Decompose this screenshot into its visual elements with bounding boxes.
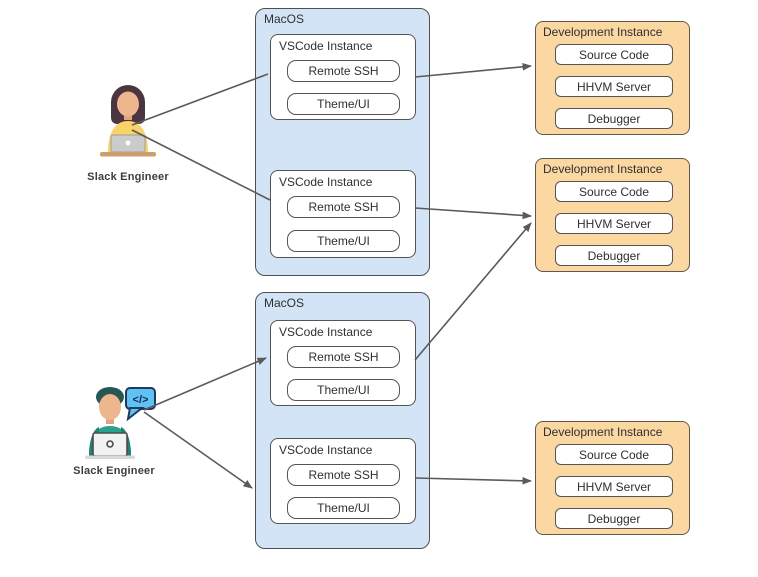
vscode-instance-title: VSCode Instance: [279, 175, 373, 189]
node-theme-ui: Theme/UI: [287, 497, 400, 519]
node-remote-ssh: Remote SSH: [287, 60, 400, 82]
node-remote-ssh: Remote SSH: [287, 464, 400, 486]
male-engineer-laptop-icon: </>: [85, 387, 156, 459]
dev-instance-3: Development Instance Source Code HHVM Se…: [535, 421, 690, 535]
node-theme-ui: Theme/UI: [287, 230, 400, 252]
vscode-instance-title: VSCode Instance: [279, 39, 373, 53]
actor-label: Slack Engineer: [87, 171, 169, 183]
macos-group-1: MacOS VSCode Instance Remote SSH Theme/U…: [255, 8, 430, 276]
node-theme-ui: Theme/UI: [287, 379, 400, 401]
dev-instance-2: Development Instance Source Code HHVM Se…: [535, 158, 690, 272]
code-bubble-text: </>: [133, 394, 149, 406]
node-hhvm-server: HHVM Server: [555, 76, 673, 97]
arrow-vscode1-to-dev1: [414, 63, 532, 78]
vscode-instance-2: VSCode Instance Remote SSH Theme/UI: [270, 170, 416, 258]
node-hhvm-server: HHVM Server: [555, 476, 673, 497]
macos-group-2: MacOS VSCode Instance Remote SSH Theme/U…: [255, 292, 430, 549]
arrow-vscode4-to-dev3: [414, 476, 532, 485]
node-source-code: Source Code: [555, 44, 673, 65]
node-remote-ssh: Remote SSH: [287, 346, 400, 368]
node-source-code: Source Code: [555, 181, 673, 202]
vscode-instance-1: VSCode Instance Remote SSH Theme/UI: [270, 34, 416, 120]
actor-label: Slack Engineer: [73, 465, 155, 477]
actor-slack-engineer-2: </> Slack Engineer: [62, 382, 166, 477]
vscode-instance-3: VSCode Instance Remote SSH Theme/UI: [270, 320, 416, 406]
vscode-instance-title: VSCode Instance: [279, 443, 373, 457]
arrow-vscode3-to-dev2: [414, 222, 532, 361]
dev-instance-title: Development Instance: [543, 425, 663, 439]
dev-instance-1: Development Instance Source Code HHVM Se…: [535, 21, 690, 135]
node-hhvm-server: HHVM Server: [555, 213, 673, 234]
node-theme-ui: Theme/UI: [287, 93, 400, 115]
macos-group-title: MacOS: [264, 12, 305, 26]
dev-instance-title: Development Instance: [543, 25, 663, 39]
dev-instance-title: Development Instance: [543, 162, 663, 176]
macos-group-title: MacOS: [264, 296, 305, 310]
female-engineer-laptop-icon: [100, 85, 156, 157]
node-source-code: Source Code: [555, 444, 673, 465]
arrow-vscode2-to-dev2: [414, 207, 532, 220]
node-debugger: Debugger: [555, 108, 673, 129]
actor-slack-engineer-1: Slack Engineer: [80, 76, 176, 183]
vscode-instance-4: VSCode Instance Remote SSH Theme/UI: [270, 438, 416, 524]
code-speech-bubble-icon: </>: [125, 387, 156, 422]
node-remote-ssh: Remote SSH: [287, 196, 400, 218]
vscode-instance-title: VSCode Instance: [279, 325, 373, 339]
node-debugger: Debugger: [555, 245, 673, 266]
node-debugger: Debugger: [555, 508, 673, 529]
